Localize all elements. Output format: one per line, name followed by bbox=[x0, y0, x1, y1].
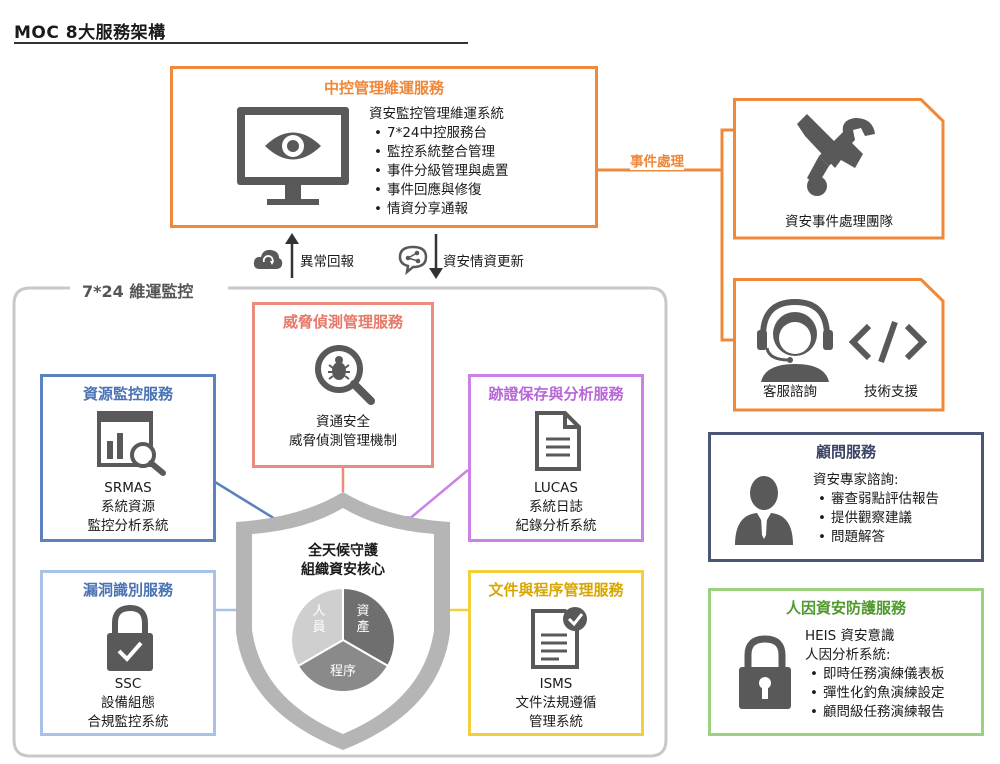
page-title: MOC 8大服務架構 bbox=[14, 23, 166, 43]
pie-segment-process: 程序 bbox=[329, 664, 356, 679]
docs-lines: ISMS 文件法規遵循 管理系統 bbox=[471, 675, 641, 732]
padlock-check-icon bbox=[107, 604, 153, 671]
monitor-eye-icon bbox=[237, 107, 349, 205]
human-heading: HEIS 資安意識 bbox=[805, 628, 895, 644]
resource-line: 系統資源 bbox=[101, 499, 155, 515]
consult-title: 顧問服務 bbox=[815, 443, 876, 461]
forensic-lines: LUCAS 系統日誌 紀錄分析系統 bbox=[471, 479, 641, 536]
central-item: 事件回應與修復 bbox=[369, 181, 509, 200]
resource-line: SRMAS bbox=[104, 480, 152, 496]
central-item: 事件分級管理與處置 bbox=[369, 162, 509, 181]
vuln-line: SSC bbox=[114, 676, 142, 692]
human-list: HEIS 資安意識 人因分析系統: 即時任務演練儀表板 彈性化釣魚演練設定 顧問… bbox=[805, 627, 945, 722]
forensic-title: 跡證保存與分析服務 bbox=[488, 385, 624, 403]
title-underline bbox=[14, 42, 468, 44]
document-process-box: 文件與程序管理服務 ISMS 文件法規遵循 管理系統 bbox=[468, 570, 644, 736]
consult-item: 問題解答 bbox=[813, 528, 939, 547]
headset-support-icon bbox=[757, 298, 833, 382]
resource-monitor-box: 資源監控服務 SRMAS 系統資源 監控分析系統 bbox=[40, 374, 216, 542]
event-handling-label: 事件處理 bbox=[630, 150, 684, 170]
central-service-box: 中控管理維運服務 資安監控管理維運系統 7*24中控服務台 監控系統整合管理 事… bbox=[170, 66, 598, 228]
incident-team-label: 資安事件處理團隊 bbox=[785, 214, 893, 230]
vuln-line: 設備組態 bbox=[101, 695, 155, 711]
shield-caption: 全天候守護 組織資安核心 bbox=[268, 542, 418, 580]
central-item: 情資分享通報 bbox=[369, 200, 509, 219]
customer-service-label: 客服諮詢 bbox=[763, 384, 817, 400]
arrow-up-icon bbox=[285, 233, 299, 278]
docs-title: 文件與程序管理服務 bbox=[488, 581, 624, 599]
consult-item: 提供觀察建議 bbox=[813, 509, 939, 528]
docs-line: 文件法規遵循 bbox=[515, 695, 597, 711]
threat-line: 資通安全 bbox=[316, 414, 370, 430]
shield-line: 全天候守護 bbox=[308, 543, 378, 559]
central-heading: 資安監控管理維運系統 bbox=[369, 106, 504, 122]
code-brackets-icon bbox=[848, 321, 928, 363]
central-item: 7*24中控服務台 bbox=[369, 124, 509, 143]
human-title: 人因資安防護服務 bbox=[785, 599, 906, 617]
vulnerability-box: 漏洞識別服務 SSC 設備組態 合規監控系統 bbox=[40, 570, 216, 736]
connector-forensic bbox=[407, 469, 469, 521]
consult-heading: 資安專家諮詢: bbox=[813, 472, 899, 488]
forensic-analysis-box: 跡證保存與分析服務 LUCAS 系統日誌 紀錄分析系統 bbox=[468, 374, 644, 542]
intel-update-label: 資安情資更新 bbox=[443, 254, 524, 270]
pie-segment-people: 人員 bbox=[312, 604, 326, 635]
human-factor-box: 人因資安防護服務 HEIS 資安意識 人因分析系統: 即時任務演練儀表板 彈性化… bbox=[708, 588, 984, 736]
human-heading: 人因分析系統: bbox=[805, 647, 891, 663]
monitor-zone-label: 7*24 維運監控 bbox=[82, 282, 194, 301]
bug-search-icon bbox=[315, 345, 375, 405]
document-icon bbox=[535, 411, 581, 471]
tech-support-label: 技術支援 bbox=[864, 384, 918, 400]
pie-chart bbox=[290, 586, 396, 693]
forensic-line: LUCAS bbox=[534, 480, 578, 496]
consultant-person-icon bbox=[735, 476, 793, 545]
threat-lines: 資通安全 威脅偵測管理機制 bbox=[255, 413, 431, 451]
consult-item: 審查弱點評估報告 bbox=[813, 490, 939, 509]
vuln-line: 合規監控系統 bbox=[87, 714, 169, 730]
forensic-line: 系統日誌 bbox=[529, 499, 583, 515]
threat-detection-box: 威脅偵測管理服務 資通安全 威脅偵測管理機制 bbox=[252, 302, 434, 468]
central-title: 中控管理維運服務 bbox=[323, 79, 444, 97]
human-item: 即時任務演練儀表板 bbox=[805, 665, 945, 684]
consulting-box: 顧問服務 資安專家諮詢: 審查弱點評估報告 提供觀察建議 問題解答 bbox=[708, 432, 984, 562]
consult-list: 資安專家諮詢: 審查弱點評估報告 提供觀察建議 問題解答 bbox=[813, 471, 939, 547]
vuln-lines: SSC 設備組態 合規監控系統 bbox=[43, 675, 213, 732]
connector-resource bbox=[214, 480, 281, 524]
threat-title: 威脅偵測管理服務 bbox=[282, 313, 403, 331]
intel-share-icon bbox=[398, 245, 428, 276]
docs-line: 管理系統 bbox=[529, 714, 583, 730]
resource-title: 資源監控服務 bbox=[82, 385, 173, 403]
wrench-tool-icon bbox=[797, 114, 875, 196]
resource-line: 監控分析系統 bbox=[87, 518, 169, 534]
human-item: 彈性化釣魚演練設定 bbox=[805, 684, 945, 703]
docs-line: ISMS bbox=[539, 676, 573, 692]
pie-segment-assets: 資產 bbox=[356, 604, 370, 635]
vuln-title: 漏洞識別服務 bbox=[82, 581, 173, 599]
arrow-down-icon bbox=[429, 234, 443, 279]
abnormal-report-label: 異常回報 bbox=[300, 254, 354, 270]
human-item: 顧問級任務演練報告 bbox=[805, 703, 945, 722]
monitor-zone-frame bbox=[12, 286, 668, 758]
document-check-icon bbox=[531, 607, 587, 669]
resource-lines: SRMAS 系統資源 監控分析系統 bbox=[43, 479, 213, 536]
threat-line: 威脅偵測管理機制 bbox=[289, 433, 397, 449]
report-analysis-icon bbox=[97, 411, 166, 476]
padlock-icon bbox=[739, 635, 791, 709]
cloud-sync-icon bbox=[253, 249, 283, 269]
central-list: 資安監控管理維運系統 7*24中控服務台 監控系統整合管理 事件分級管理與處置 … bbox=[369, 105, 509, 219]
incident-team-frame bbox=[733, 98, 945, 240]
forensic-line: 紀錄分析系統 bbox=[515, 518, 597, 534]
central-item: 監控系統整合管理 bbox=[369, 143, 509, 162]
shield-line: 組織資安核心 bbox=[301, 562, 385, 578]
event-connector bbox=[598, 128, 735, 342]
support-frame bbox=[733, 278, 945, 412]
